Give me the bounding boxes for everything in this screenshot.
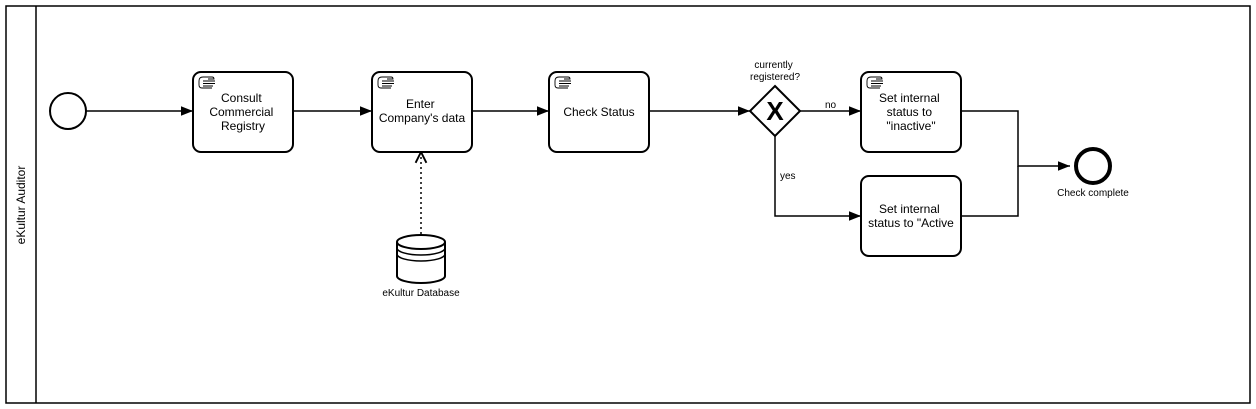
manual-task-icon [866,76,883,89]
lane-label: eKultur Auditor [14,166,28,245]
manual-task-icon [198,76,215,89]
task-label-line: status to "Active [868,216,954,230]
task-consult-commercial-registry[interactable]: Consult Commercial Registry [192,71,294,153]
task-box[interactable] [548,71,650,153]
task-box[interactable] [860,175,962,257]
task-box[interactable] [860,71,962,153]
task-label-line: Consult [221,91,262,105]
task-label-line: Check Status [563,105,634,119]
gateway-question: currently registered? [750,60,800,83]
task-enter-company-data[interactable]: Enter Company's data [371,71,473,153]
gateway-question-line: currently [754,60,792,71]
gateway-x-icon: X [766,96,784,126]
end-event[interactable]: Check complete [1057,147,1129,199]
task-label-line: Company's data [379,111,466,125]
task-label: Set internal status to "inactive" [879,91,943,133]
task-label: Check Status [563,105,634,119]
manual-task-icon [377,76,394,89]
task-box[interactable] [371,71,473,153]
gateway-no-label: no [825,100,837,111]
gateway-yes-label: yes [780,171,796,182]
pool: eKultur Auditor [5,5,1251,404]
task-label-line: status to [887,105,933,119]
database-icon[interactable] [396,234,446,284]
task-check-status[interactable]: Check Status [548,71,650,153]
flow-inactive-to-end[interactable] [961,110,1070,171]
gateway-question-line: registered? [750,72,800,83]
task-label-line: Enter [406,97,435,111]
task-label: Consult Commercial Registry [209,91,276,133]
task-set-active[interactable]: Set internal status to "Active [860,175,962,257]
manual-task-icon [554,76,571,89]
task-label-line: Commercial [209,105,273,119]
task-set-inactive[interactable]: Set internal status to "inactive" [860,71,962,153]
flow-active-to-end[interactable] [961,166,1019,217]
data-store[interactable]: eKultur Database [382,234,460,299]
start-event[interactable] [49,92,87,130]
task-label-line: "inactive" [886,119,935,133]
pool-border [5,5,1251,404]
exclusive-gateway[interactable]: X currently registered? no yes [748,60,837,182]
task-label-line: Registry [221,119,265,133]
gateway-diamond[interactable] [748,84,802,138]
end-event-circle[interactable] [1074,147,1112,185]
task-label: Set internal status to "Active [868,202,954,230]
data-store-label: eKultur Database [382,288,460,299]
sequence-flows [86,106,1070,221]
task-box[interactable] [192,71,294,153]
task-label-line: Set internal [879,91,940,105]
end-event-label: Check complete [1057,188,1129,199]
task-label-line: Set internal [879,202,940,216]
flow-gateway-yes[interactable] [774,136,861,221]
task-label: Enter Company's data [379,97,466,125]
